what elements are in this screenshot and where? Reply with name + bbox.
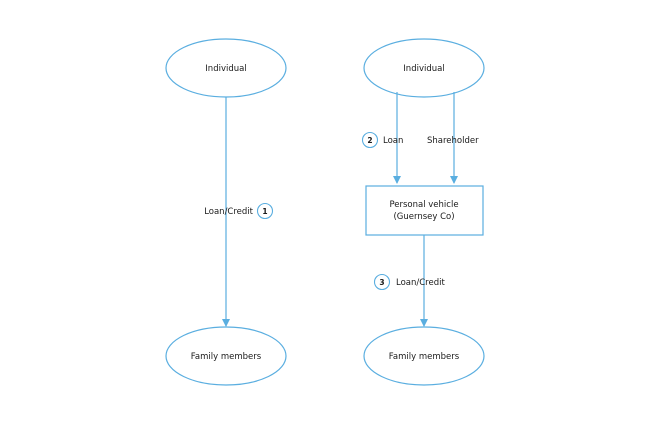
left-family-members-label: Family members: [191, 352, 262, 362]
right-step-3-number: 3: [379, 278, 384, 287]
right-individual-node: [363, 38, 485, 98]
personal-vehicle-box: [365, 185, 484, 236]
right-loan-credit-label: Loan/Credit: [396, 278, 445, 288]
right-step-3-badge: [373, 273, 391, 291]
left-loan-credit-label: Loan/Credit: [204, 207, 253, 217]
right-step-2-number: 2: [367, 136, 372, 145]
right-flow: Individual 2 Loan Shareholder Personal v…: [361, 38, 485, 386]
right-shareholder-label: Shareholder: [427, 136, 479, 146]
right-family-members-label: Family members: [389, 352, 460, 362]
left-step-1-badge: [256, 202, 274, 220]
right-loan-label: Loan: [383, 136, 403, 146]
right-family-members-node: [363, 326, 485, 386]
left-flow: Individual Loan/Credit 1 Family members: [165, 38, 287, 386]
personal-vehicle-label-line1: Personal vehicle: [389, 200, 458, 210]
left-step-1-number: 1: [262, 207, 267, 216]
left-individual-label: Individual: [205, 64, 246, 74]
left-family-members-node: [165, 326, 287, 386]
personal-vehicle-label-line2: (Guernsey Co): [393, 212, 454, 222]
right-step-2-badge: [361, 131, 379, 149]
right-individual-label: Individual: [403, 64, 444, 74]
